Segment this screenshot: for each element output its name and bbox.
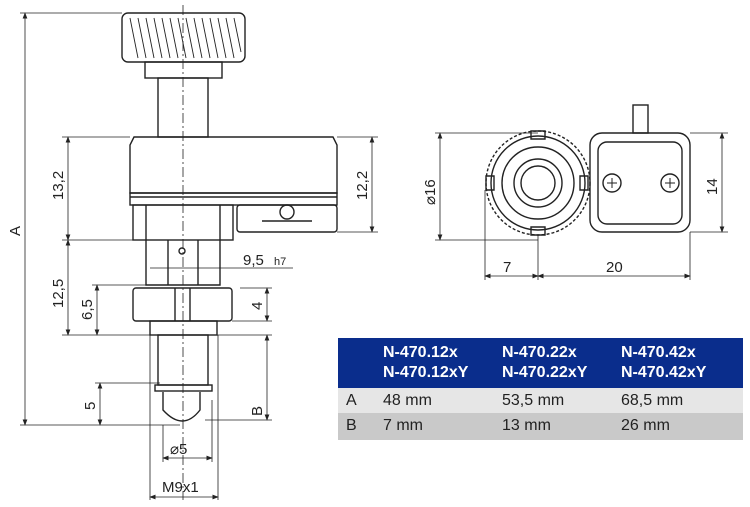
cell: 13 mm xyxy=(502,417,551,434)
cell: 68,5 mm xyxy=(621,392,684,409)
cell: 53,5 mm xyxy=(502,392,565,409)
dim-5: 5 xyxy=(82,402,99,410)
dim-B: B xyxy=(249,406,266,416)
column-header: N-470.42x xyxy=(621,344,696,361)
column-header: N-470.22xY xyxy=(502,364,588,381)
top-view xyxy=(485,104,691,236)
column-header: N-470.12x xyxy=(383,344,458,361)
column-header: N-470.22x xyxy=(502,344,577,361)
column-header: N-470.12xY xyxy=(383,364,469,381)
dim-A: A xyxy=(7,226,24,236)
dim-13-2: 13,2 xyxy=(50,171,67,200)
dim-12-5: 12,5 xyxy=(50,279,67,308)
side-dimension-lines xyxy=(20,12,378,500)
cell: 48 mm xyxy=(383,392,432,409)
dim-12-2: 12,2 xyxy=(354,171,371,200)
cell: 26 mm xyxy=(621,417,670,434)
column-header: N-470.42xY xyxy=(621,364,707,381)
dim-dia-5: ⌀5 xyxy=(170,441,187,458)
row-label: B xyxy=(346,417,357,434)
screw-icon xyxy=(660,173,680,193)
table-row: A 48 mm 53,5 mm 68,5 mm xyxy=(338,388,743,413)
cell: 7 mm xyxy=(383,417,423,434)
row-label: A xyxy=(346,392,357,409)
screw-icon xyxy=(602,173,622,193)
nut xyxy=(132,287,233,322)
dim-7: 7 xyxy=(503,259,511,276)
dim-9-5: 9,5 xyxy=(243,252,264,269)
pin xyxy=(632,104,649,134)
dim-4: 4 xyxy=(249,302,266,310)
dim-6-5: 6,5 xyxy=(79,299,96,320)
dim-14: 14 xyxy=(704,178,721,195)
body xyxy=(129,136,338,194)
dim-thread: M9x1 xyxy=(162,479,199,496)
top-dimension-lines xyxy=(435,132,728,280)
table-row: B 7 mm 13 mm 26 mm xyxy=(338,413,743,440)
dim-dia-16: ⌀16 xyxy=(422,179,439,205)
side-view xyxy=(121,5,338,500)
ball-plunger xyxy=(162,392,201,422)
dim-tolerance: h7 xyxy=(274,256,286,268)
dim-20: 20 xyxy=(606,259,623,276)
